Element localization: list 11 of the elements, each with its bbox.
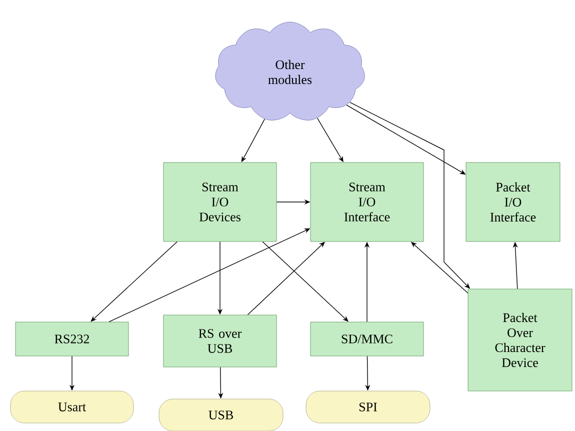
module-box: Packet I/O Interface xyxy=(466,162,560,242)
interface-pill: Usart xyxy=(10,390,134,424)
interface-pill: USB xyxy=(158,398,284,431)
module-box: RS over USB xyxy=(163,314,277,368)
module-box: Stream I/O Devices xyxy=(163,162,277,242)
module-box: Stream I/O Interface xyxy=(310,162,424,242)
interface-pill: SPI xyxy=(306,390,430,424)
module-box: RS232 xyxy=(15,322,129,356)
module-box: SD/MMC xyxy=(310,322,424,356)
module-box: Packet Over Character Device xyxy=(468,288,572,392)
arrow xyxy=(90,241,178,322)
